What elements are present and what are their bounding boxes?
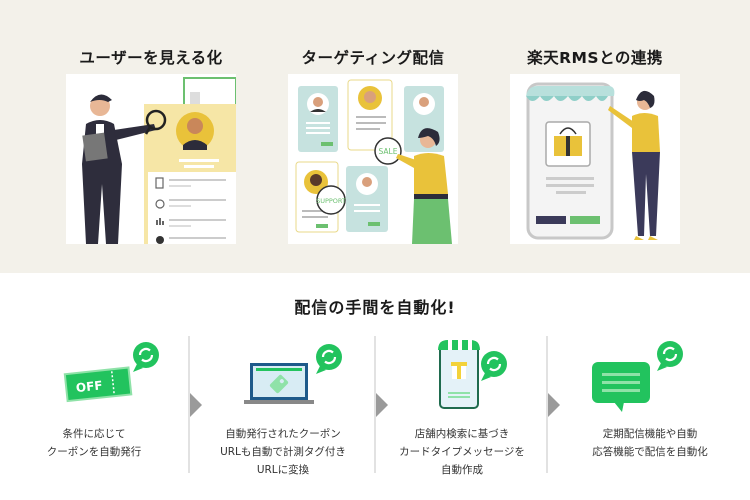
store-illustration (510, 74, 680, 244)
support-badge: SUPPORT (316, 197, 346, 205)
step-url-tagging: 自動発行されたクーポン URLも自動で計測タグ付き URLに変換 (192, 336, 374, 496)
sync-bubble-icon (316, 344, 342, 374)
chevron-right-icon (376, 393, 388, 417)
automation-heading: 配信の手間を自動化! (294, 298, 456, 317)
automation-steps: OFF 条件に応じて クーポンを自動発行 (0, 336, 750, 496)
coupon-off-icon: OFF (0, 336, 188, 416)
step-divider (546, 336, 548, 473)
step-card-message: 店舗内検索に基づき カードタイプメッセージを 自動作成 (378, 336, 546, 496)
feature-title: 楽天RMSとの連携 (527, 49, 663, 67)
step-auto-delivery: 定期配信機能や自動 応答機能で配信を自動化 (550, 336, 750, 496)
step-description: 定期配信機能や自動 応答機能で配信を自動化 (592, 428, 708, 458)
feature-title: ターゲティング配信 (301, 49, 445, 67)
sync-bubble-icon (481, 351, 507, 381)
targeting-illustration: SUPPORT SALE (288, 74, 458, 244)
feature-title: ユーザーを見える化 (79, 49, 223, 67)
step-description: 店舗内検索に基づき カードタイプメッセージを 自動作成 (399, 428, 525, 476)
step-coupon: OFF 条件に応じて クーポンを自動発行 (0, 336, 188, 496)
sale-badge: SALE (379, 147, 398, 156)
step-description: 自動発行されたクーポン URLも自動で計測タグ付き URLに変換 (220, 428, 346, 476)
chevron-right-icon (190, 393, 202, 417)
step-description: 条件に応じて クーポンを自動発行 (46, 428, 142, 458)
smartphone-store-gift-icon (378, 336, 546, 416)
features-section: ユーザーを見える化 (0, 0, 750, 273)
sync-bubble-icon (657, 341, 683, 371)
laptop-tag-icon (192, 336, 374, 416)
svg-text:OFF: OFF (75, 378, 103, 395)
chevron-right-icon (548, 393, 560, 417)
sync-bubble-icon (133, 342, 159, 372)
step-divider (374, 336, 376, 473)
chat-bubble-icon (550, 336, 750, 416)
step-divider (188, 336, 190, 473)
analyst-illustration (66, 74, 236, 244)
